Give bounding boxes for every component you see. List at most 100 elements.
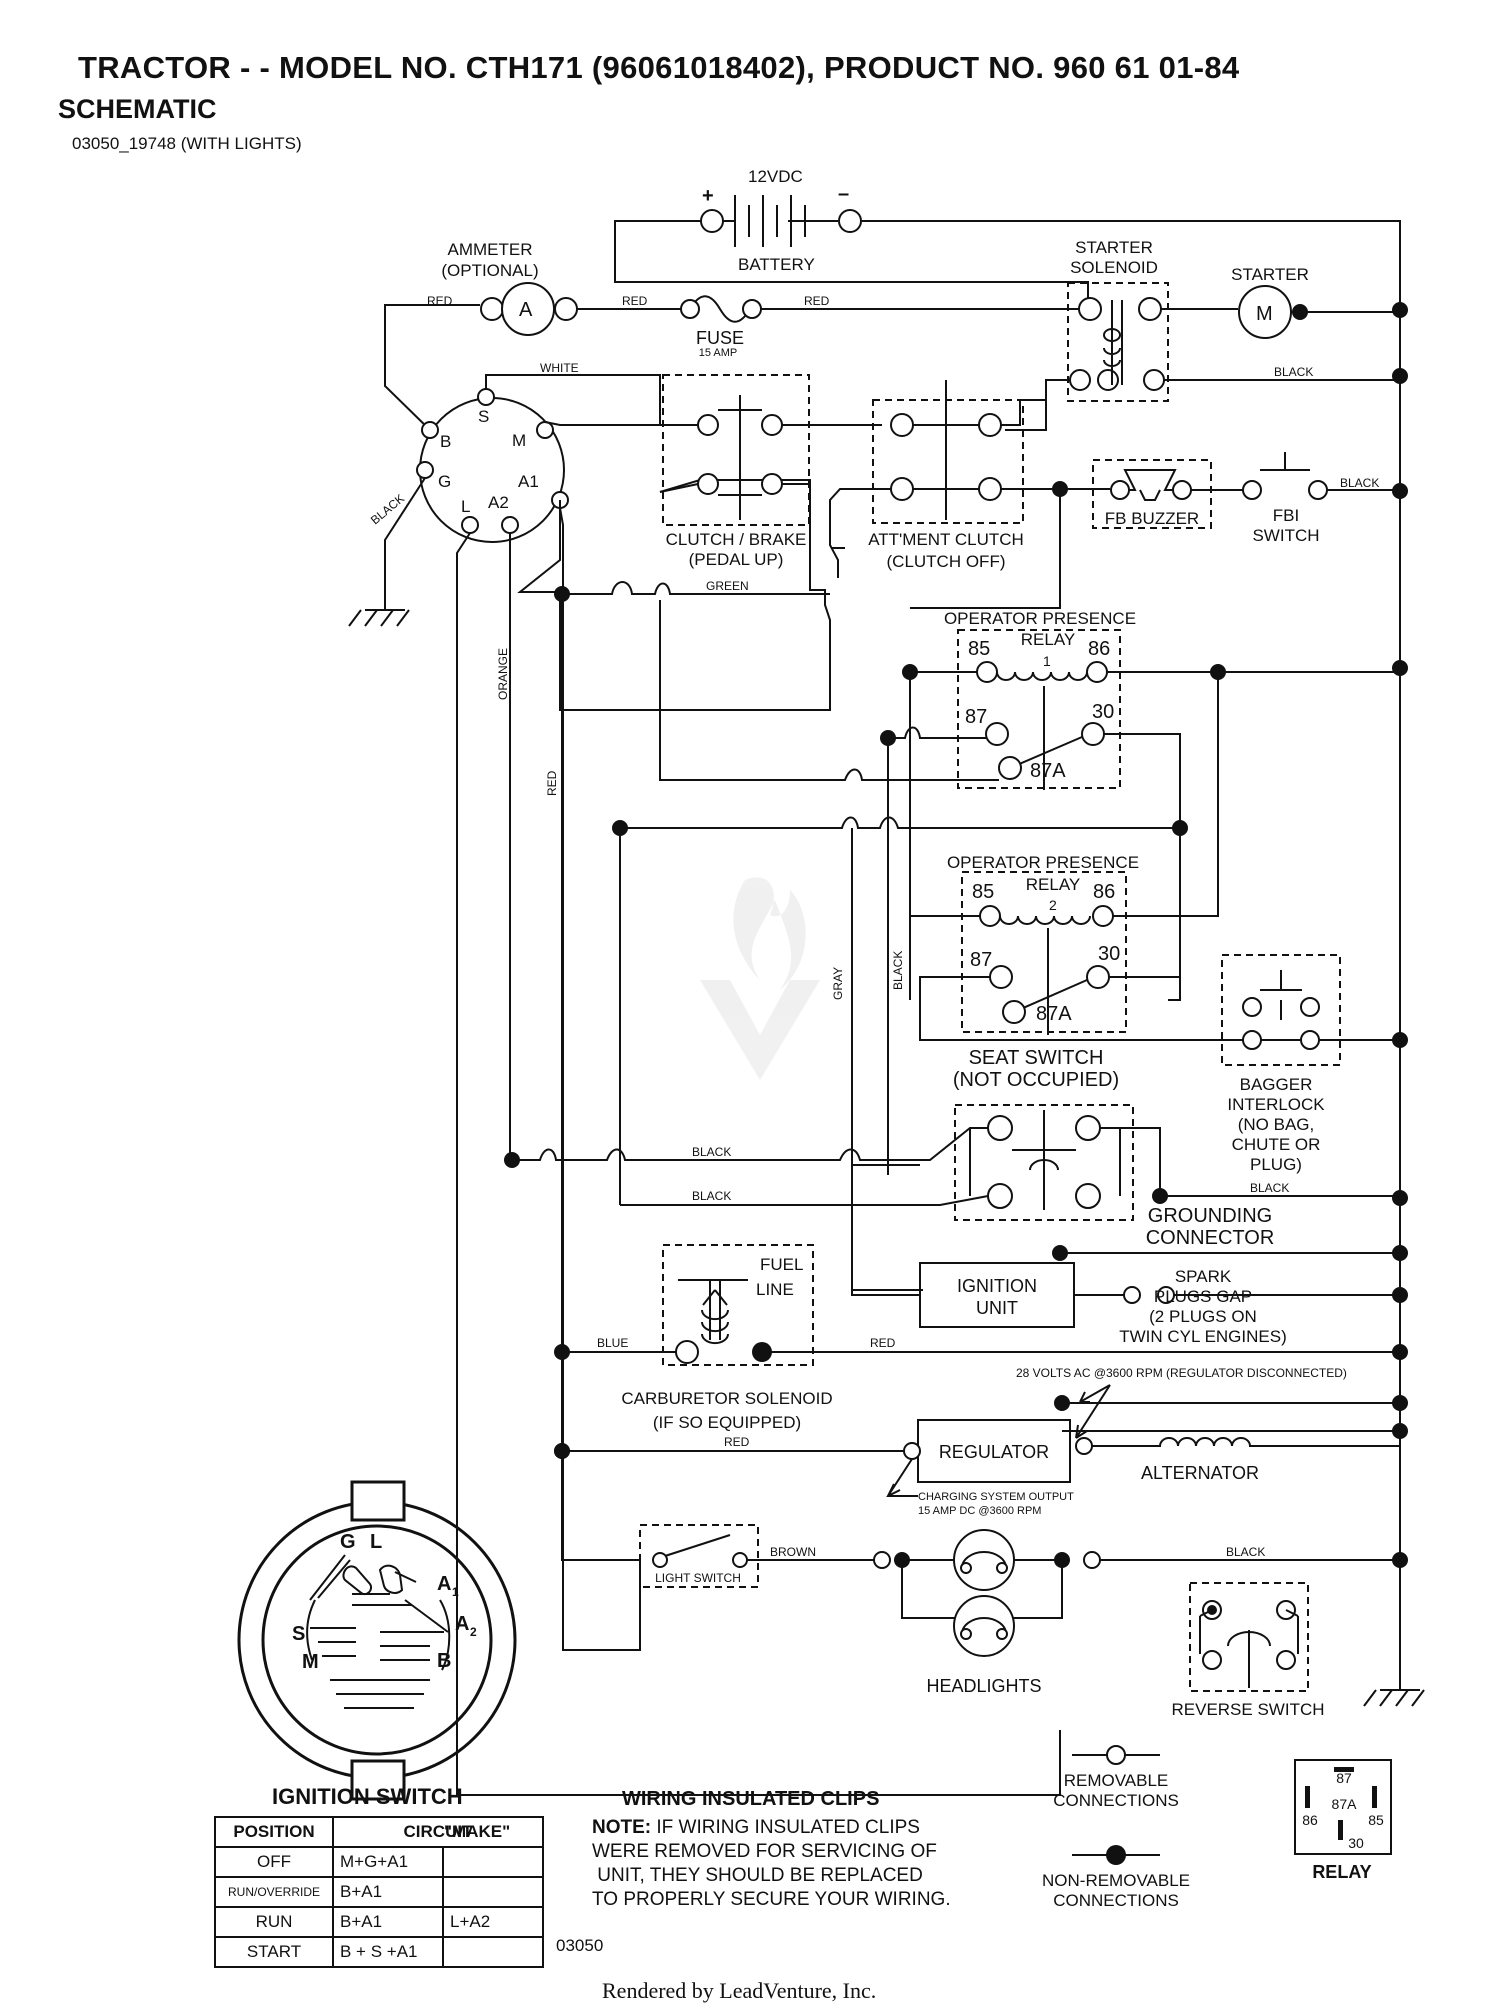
relay2-num: 2 xyxy=(1049,897,1057,913)
ammeter-symbol: A xyxy=(519,299,533,321)
ignition-switch-title: IGNITION SWITCH xyxy=(272,1784,463,1809)
wire-label-black: BLACK xyxy=(891,951,905,990)
relay-legend-title: RELAY xyxy=(1312,1862,1371,1882)
relay2-label-1: OPERATOR PRESENCE xyxy=(947,853,1139,872)
terminal-l: L xyxy=(461,497,470,516)
wire-label-black: BLACK xyxy=(692,1145,731,1159)
ammeter-label-1: AMMETER xyxy=(448,240,533,259)
relay-pin-85: 85 xyxy=(1368,1812,1384,1828)
alternator-label: ALTERNATOR xyxy=(1141,1463,1259,1483)
ammeter-label-2: (OPTIONAL) xyxy=(441,261,538,280)
battery-label: BATTERY xyxy=(738,255,815,274)
wire-label-red: RED xyxy=(427,294,453,308)
leadventure-watermark xyxy=(700,877,820,1080)
legend-removable-2: CONNECTIONS xyxy=(1053,1791,1179,1810)
clutch-brake-switch: CLUTCH / BRAKE (PEDAL UP) xyxy=(659,374,882,569)
wire-label-black: BLACK xyxy=(1340,476,1379,490)
row-circuit: M+G+A1 xyxy=(332,1846,444,1878)
carburetor-solenoid: FUEL LINE BLUE RED CARBURETOR SOLENOID (… xyxy=(554,1244,1400,1432)
spark-label-4: TWIN CYL ENGINES) xyxy=(1119,1327,1287,1346)
footer-credit: Rendered by LeadVenture, Inc. xyxy=(602,1978,877,2003)
ground-bus xyxy=(862,220,1425,1707)
reverse-switch-label: REVERSE SWITCH xyxy=(1171,1700,1324,1719)
fuel-line-label-2: LINE xyxy=(756,1280,794,1299)
green-wire: GREEN xyxy=(554,579,958,781)
drawing-code: 03050_19748 (WITH LIGHTS) xyxy=(72,134,302,153)
terminal-a2: A2 xyxy=(488,493,509,512)
battery: 12VDC BATTERY + – xyxy=(614,167,1089,305)
starter-label: STARTER xyxy=(1231,265,1309,284)
relay1-pin86: 86 xyxy=(1088,638,1110,660)
clips-note-line: TO PROPERLY SECURE YOUR WIRING. xyxy=(592,1889,951,1910)
wire-label-red: RED xyxy=(870,1336,896,1350)
regulator-note: 28 VOLTS AC @3600 RPM (REGULATOR DISCONN… xyxy=(1016,1366,1347,1380)
face-label-l: L xyxy=(370,1531,382,1553)
relay1-pin87: 87 xyxy=(965,706,987,728)
seat-switch: SEAT SWITCH (NOT OCCUPIED) xyxy=(953,1047,1161,1221)
fbi-switch-label-2: SWITCH xyxy=(1252,526,1319,545)
relay2-pin86: 86 xyxy=(1093,881,1115,903)
clips-note: NOTE: IF WIRING INSULATED CLIPS WERE REM… xyxy=(592,1816,951,1912)
ignition-switch-face: G L A 1 A 2 S M B xyxy=(237,1480,517,1801)
ignition-unit-label-1: IGNITION xyxy=(957,1276,1037,1296)
relay1-pin30: 30 xyxy=(1092,701,1114,723)
wire-label-red: RED xyxy=(724,1435,750,1449)
terminal-g: G xyxy=(438,472,451,491)
row-extra: L+A2 xyxy=(442,1906,544,1938)
ignition-unit-label-2: UNIT xyxy=(976,1298,1018,1318)
a2-distribution-wire xyxy=(561,594,640,1561)
ignition-unit: IGNITION UNIT SPARK PLUGS GAP (2 PLUGS O… xyxy=(851,1165,1400,1346)
operator-presence-relay-1: OPERATOR PRESENCE RELAY 85 86 1 87 30 87… xyxy=(880,609,1400,1001)
starter-motor: M STARTER xyxy=(1161,265,1400,339)
seat-switch-label-1: SEAT SWITCH xyxy=(969,1047,1104,1069)
bagger-label-5: PLUG) xyxy=(1250,1155,1302,1174)
relay-bus-line xyxy=(612,816,1188,1205)
table-row: RUN/OVERRIDE B+A1 xyxy=(214,1876,544,1908)
fuse-label: FUSE xyxy=(696,328,744,348)
wire-label-black: BLACK xyxy=(692,1189,731,1203)
reverse-switch: REVERSE SWITCH xyxy=(1171,1582,1325,1719)
light-switch: LIGHT SWITCH BROWN xyxy=(639,1524,880,1588)
relay-legend: 87 86 87A 85 30 RELAY xyxy=(1294,1759,1392,1882)
legend-nonremovable-1: NON-REMOVABLE xyxy=(1042,1871,1190,1890)
clips-note-line: WERE REMOVED FOR SERVICING OF xyxy=(592,1841,937,1862)
bagger-label-1: BAGGER xyxy=(1240,1075,1313,1094)
wire-label-gray: GRAY xyxy=(831,967,845,1000)
wire-label-black: BLACK xyxy=(368,491,407,527)
fuse-rating: 15 AMP xyxy=(699,347,738,359)
table-row: OFF M+G+A1 xyxy=(214,1846,544,1878)
clips-title: WIRING INSULATED CLIPS xyxy=(622,1788,880,1810)
row-extra xyxy=(442,1876,544,1908)
relay1-label-2: RELAY xyxy=(1021,630,1076,649)
table-header-circuit: CIRCUIT xyxy=(332,1816,544,1848)
fbi-switch: FBI SWITCH BLACK xyxy=(1242,452,1400,545)
light-switch-label: LIGHT SWITCH xyxy=(655,1571,741,1585)
face-label-a2-sub: 2 xyxy=(470,1625,477,1639)
table-header-position: POSITION xyxy=(214,1816,334,1848)
table-header-row: POSITION CIRCUIT "MAKE" xyxy=(214,1816,544,1848)
terminal-s: S xyxy=(478,407,489,426)
starter-symbol: M xyxy=(1256,303,1273,325)
ignition-switch-table: POSITION CIRCUIT "MAKE" OFF M+G+A1 RUN/O… xyxy=(214,1816,544,1968)
table-row: RUN B+A1 L+A2 xyxy=(214,1906,544,1938)
carb-label-2: (IF SO EQUIPPED) xyxy=(653,1413,801,1432)
bagger-label-4: CHUTE OR xyxy=(1232,1135,1321,1154)
legend-removable-1: REMOVABLE xyxy=(1064,1771,1169,1790)
relay-pin-87: 87 xyxy=(1336,1770,1352,1786)
bagger-label-3: (NO BAG, xyxy=(1238,1115,1315,1134)
terminal-a1: A1 xyxy=(518,472,539,491)
battery-plus: + xyxy=(702,185,714,207)
table-row: START B + S +A1 xyxy=(214,1936,544,1968)
grounding-label-2: CONNECTOR xyxy=(1146,1227,1275,1249)
row-circuit: B + S +A1 xyxy=(332,1936,444,1968)
wire-label-red: RED xyxy=(545,770,559,796)
row-extra xyxy=(442,1936,544,1968)
page-title: TRACTOR - - MODEL NO. CTH171 (9606101840… xyxy=(78,50,1240,85)
charging-output-1: CHARGING SYSTEM OUTPUT xyxy=(918,1491,1074,1503)
row-position: OFF xyxy=(214,1846,334,1878)
grounding-label-1: GROUNDING xyxy=(1148,1205,1272,1227)
connection-legend: REMOVABLE CONNECTIONS NON-REMOVABLE CONN… xyxy=(1042,1745,1190,1910)
wire-label-red: RED xyxy=(622,294,648,308)
battery-voltage: 12VDC xyxy=(748,167,803,186)
